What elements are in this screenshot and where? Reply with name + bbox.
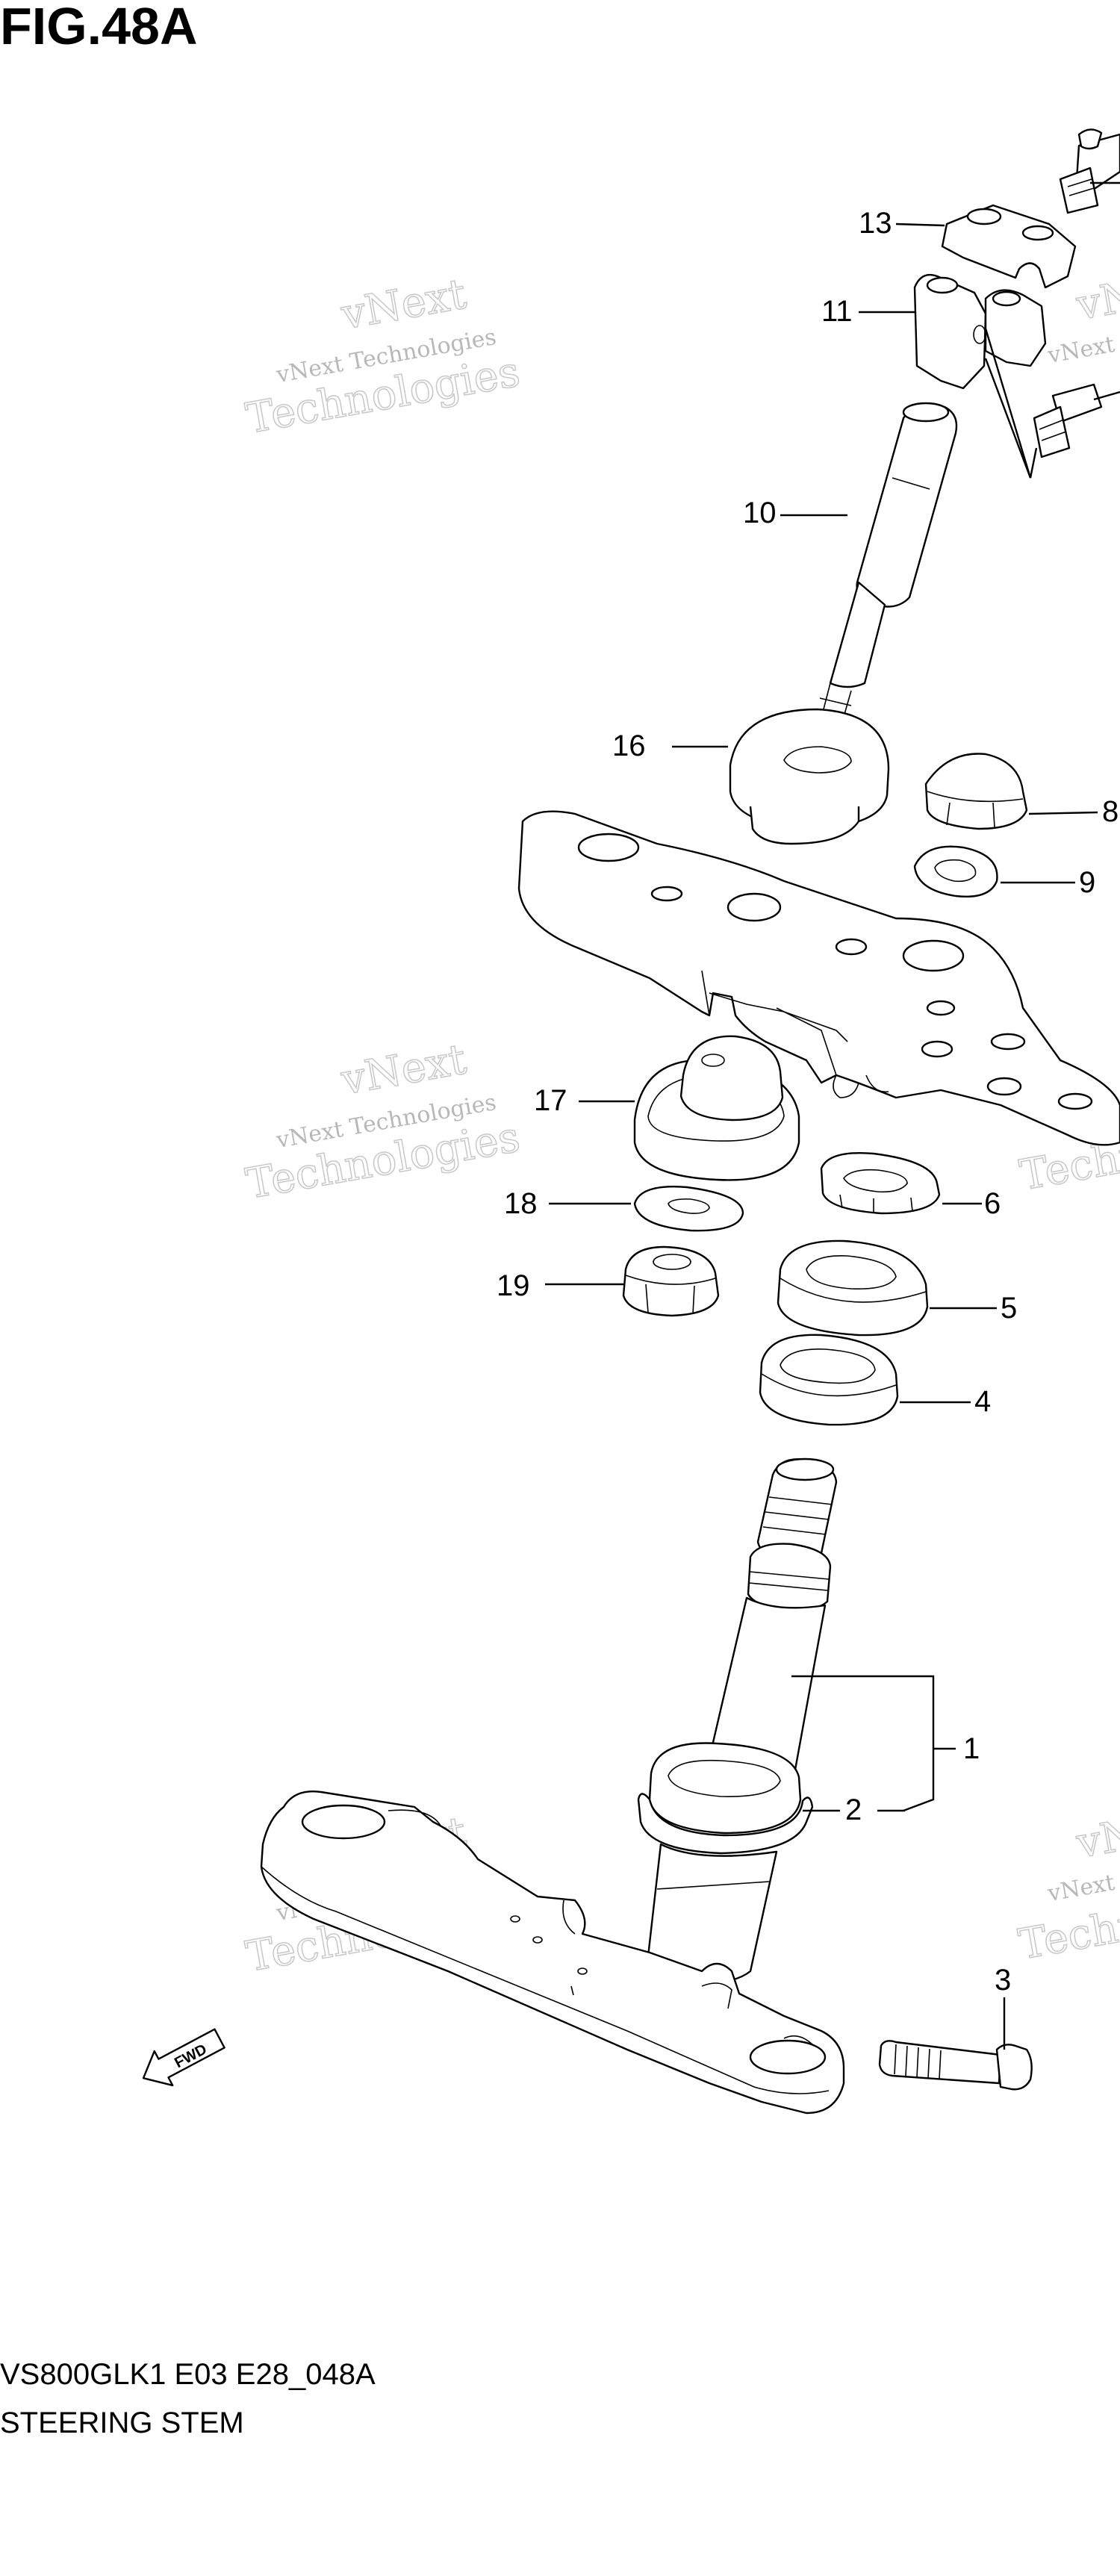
watermark-brand-top: vNext	[1072, 261, 1120, 330]
part-10-stem-shaft	[813, 402, 958, 757]
part-1-steering-stem-lower-bracket	[260, 1457, 845, 2115]
watermark-right-3: vNext Technologies vNext Technologies	[1015, 1798, 1120, 1970]
part-6-stem-lock-nut	[820, 1152, 941, 1215]
callout-11: 11	[821, 295, 853, 328]
callout-9: 9	[1079, 866, 1095, 899]
callout-4: 4	[974, 1385, 991, 1418]
callout-10: 10	[743, 497, 777, 529]
leader-line-1	[791, 1675, 935, 1812]
callout-5: 5	[1001, 1292, 1017, 1325]
part-3-clamp-bolt	[878, 2040, 1033, 2091]
part-17-upper-bearing-dust-seal	[633, 1035, 800, 1181]
part-18-washer	[633, 1186, 744, 1232]
part-19-nut	[622, 1245, 720, 1317]
leader-line-13	[895, 223, 945, 227]
callout-1: 1	[963, 1732, 980, 1765]
watermark-brand-top: vNext	[337, 1035, 470, 1104]
handlebar-bolt-upper	[1059, 128, 1120, 214]
part-4-lower-bearing	[759, 1334, 899, 1426]
part-13-handlebar-holder-upper	[941, 204, 1077, 289]
callout-3: 3	[995, 1964, 1011, 1997]
callout-8: 8	[1102, 795, 1119, 828]
handlebar-bolt-lower	[1033, 383, 1120, 458]
callout-16: 16	[612, 729, 646, 762]
callout-19: 19	[497, 1269, 530, 1302]
callout-2: 2	[845, 1793, 862, 1826]
part-9-washer	[913, 845, 998, 897]
watermark-brand-top: vNext	[337, 270, 470, 339]
callout-18: 18	[504, 1187, 538, 1220]
figure-title: FIG.48A	[0, 0, 198, 55]
callout-13: 13	[859, 207, 892, 240]
callout-17: 17	[534, 1084, 567, 1117]
part-11-handlebar-holder-lower	[913, 274, 1047, 479]
watermark-1: vNext Technologies vNext Technologies	[242, 270, 524, 444]
part-5-upper-bearing	[777, 1239, 929, 1337]
steering-upper-bracket	[517, 810, 1120, 1146]
watermark-brand-top: vNext	[1072, 1799, 1120, 1868]
footer-section-name: STEERING STEM	[0, 2407, 244, 2439]
watermark-2: vNext Technologies vNext Technologies	[242, 1035, 524, 1210]
part-8-cap-nut	[924, 753, 1028, 830]
part-16-steering-stem-nut	[729, 708, 890, 845]
fwd-direction-arrow: FWD	[142, 2028, 225, 2087]
leader-line-8	[1028, 811, 1098, 815]
callout-6: 6	[984, 1187, 1001, 1220]
footer-model-code: VS800GLK1 E03 E28_048A	[0, 2358, 376, 2391]
